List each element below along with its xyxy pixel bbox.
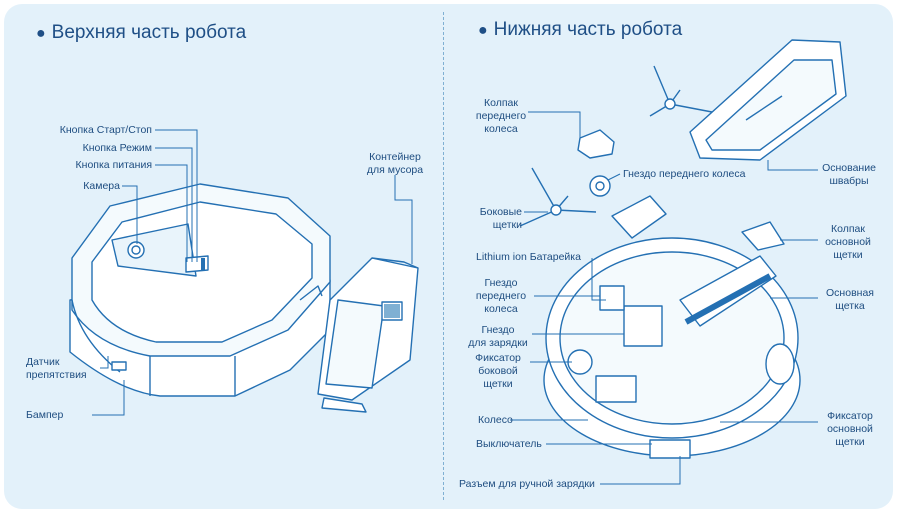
front-wheel-cap-label-line1: Колпак xyxy=(484,97,518,109)
power-button-label: Кнопка питания xyxy=(75,159,152,171)
mop-base-label-line2: швабры xyxy=(829,175,869,187)
front-wheel-socket2-label-line1: Гнездо xyxy=(484,277,518,289)
charge-socket-label-line2: для зарядки xyxy=(468,337,528,349)
main-brush-label-line1: Основная xyxy=(826,287,874,299)
dustbin-illustration xyxy=(317,257,419,413)
battery-label: Lithium ion Батарейка xyxy=(476,251,581,263)
wheel-label: Колесо xyxy=(478,414,513,426)
main-brush-lock-label-line3: щетки xyxy=(835,436,865,448)
main-brush-cap-label-line3: щетки xyxy=(833,249,863,261)
obstacle-sensor-label-line2: препятствия xyxy=(26,369,87,381)
obstacle-sensor-label-line1: Датчик xyxy=(26,356,60,368)
front-wheel-cap-illustration xyxy=(577,129,667,239)
side-brush-lock-label-line1: Фиксатор xyxy=(475,352,521,364)
front-wheel-socket2-label-line3: колеса xyxy=(484,303,518,315)
mode-button-label: Кнопка Режим xyxy=(82,142,152,154)
mop-base-illustration xyxy=(689,39,847,161)
side-brush-lock-label-line2: боковой xyxy=(478,365,518,377)
front-wheel-cap-label-line2: переднего xyxy=(475,110,527,122)
robot-details xyxy=(201,258,400,318)
dustbin-label-line1: Контейнер xyxy=(369,151,421,163)
main-brush-lock-label-line2: основной xyxy=(827,423,873,435)
side-brushes-label-line2: щетки xyxy=(492,219,522,231)
main-brush-cap-label-line2: основной xyxy=(825,236,871,248)
side-brush-illustration xyxy=(519,65,713,227)
switch-label: Выключатель xyxy=(476,438,542,450)
robot-top-view xyxy=(69,183,331,397)
section-divider xyxy=(443,12,444,500)
side-brush-lock-label-line3: щетки xyxy=(483,378,513,390)
manual-charge-port-label: Разъем для ручной зарядки xyxy=(459,478,595,490)
side-brushes-label-line1: Боковые xyxy=(479,206,522,218)
dustbin-label-line2: для мусора xyxy=(366,164,424,176)
main-brush-cap-label-line1: Колпак xyxy=(831,223,865,235)
front-wheel-socket2-label-line2: переднего xyxy=(475,290,527,302)
main-brush-label-line2: щетка xyxy=(835,300,865,312)
mop-base-label-line1: Основание xyxy=(822,162,876,174)
bullet-icon: ● xyxy=(36,25,46,42)
bumper-label: Бампер xyxy=(26,409,64,421)
leader-lines xyxy=(92,111,818,485)
bullet-icon: ● xyxy=(478,22,488,39)
charge-socket-label-line1: Гнездо xyxy=(481,324,515,336)
front-wheel-socket-label: Гнездо переднего колеса xyxy=(623,168,746,180)
camera-label: Камера xyxy=(83,180,120,192)
top-section-title: ●Верхняя часть робота xyxy=(36,22,247,43)
robot-bottom-view xyxy=(543,221,801,459)
start-stop-button-label: Кнопка Старт/Стоп xyxy=(59,124,152,136)
front-wheel-cap-label-line3: колеса xyxy=(484,123,518,135)
bottom-section-title: ●Нижняя часть робота xyxy=(478,19,683,40)
main-brush-lock-label-line1: Фиксатор xyxy=(827,410,873,422)
